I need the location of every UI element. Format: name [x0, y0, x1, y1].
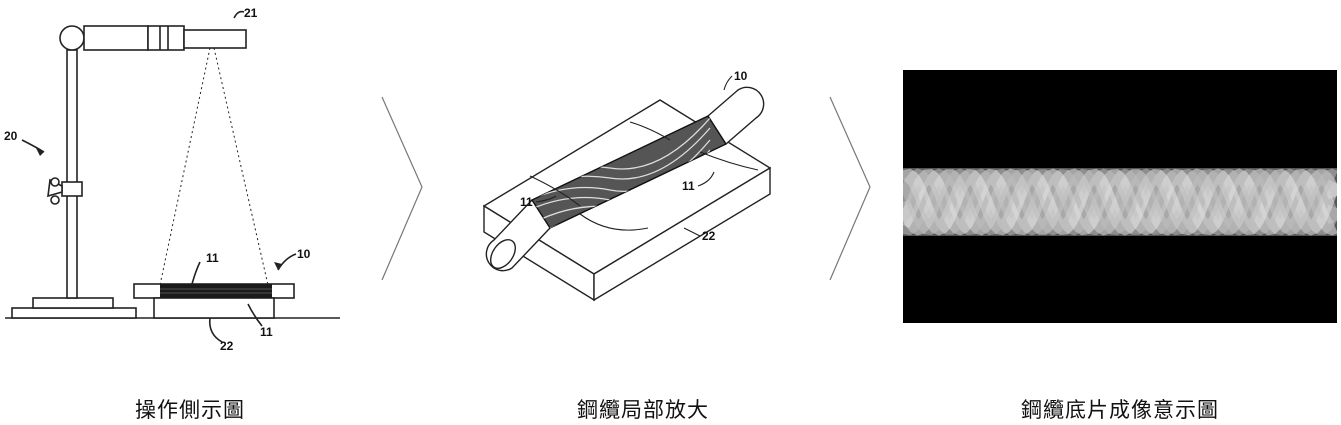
leader-11a: [191, 261, 201, 285]
strand-5: [903, 168, 1337, 236]
xray-source: [183, 29, 247, 49]
leader-22: [208, 317, 223, 343]
beam-left: [159, 47, 211, 286]
zoom-label-22: 22: [702, 229, 716, 243]
chevron-right-icon: [829, 96, 871, 281]
zoom-label-10: 10: [734, 69, 748, 83]
leader-21: [233, 10, 245, 19]
caption-film-image: 鋼纜底片成像意示圖: [1021, 398, 1219, 422]
zoom-label-11-right: 11: [682, 179, 695, 193]
caption-side-view: 操作側示圖: [135, 398, 245, 422]
leader-11b: [247, 303, 263, 327]
label-21: 21: [244, 6, 258, 20]
label-22: 22: [220, 339, 234, 353]
label-20: 20: [4, 129, 18, 143]
stand-pole: [66, 49, 78, 299]
side-view-diagram: 21 20 10 11 11 22: [4, 6, 340, 353]
zoom-leader-22: [683, 227, 701, 237]
beam-right: [213, 47, 269, 286]
stand-arm: [83, 25, 149, 51]
pivot-joint: [59, 25, 85, 51]
zoom-label-11-left: 11: [520, 195, 533, 209]
rod-right: [707, 86, 765, 145]
cable-zoom-diagram: 10 11 11 22: [482, 69, 772, 302]
zoom-leader-11r: [697, 171, 715, 187]
label-11-bottom: 11: [260, 325, 273, 339]
caption-cable-zoom: 鋼纜局部放大: [577, 398, 709, 422]
cable-strands: [903, 168, 1337, 236]
zoom-base-side: [593, 166, 771, 302]
label-11-top: 11: [206, 251, 219, 265]
chevron-right-icon: [381, 96, 423, 281]
cable-side: [160, 284, 272, 298]
zoom-leader-11l: [535, 195, 557, 203]
label-10: 10: [297, 247, 311, 261]
xray-film-image: [903, 70, 1337, 323]
stand-foot: [32, 297, 114, 309]
leader-20: [21, 139, 45, 153]
base-plate: [153, 297, 275, 319]
arm-collar: [147, 25, 185, 51]
zoom-leader-10: [723, 75, 733, 91]
leader-10: [277, 253, 297, 271]
wing-nut-icon: [47, 177, 83, 205]
stand-base: [11, 307, 137, 319]
